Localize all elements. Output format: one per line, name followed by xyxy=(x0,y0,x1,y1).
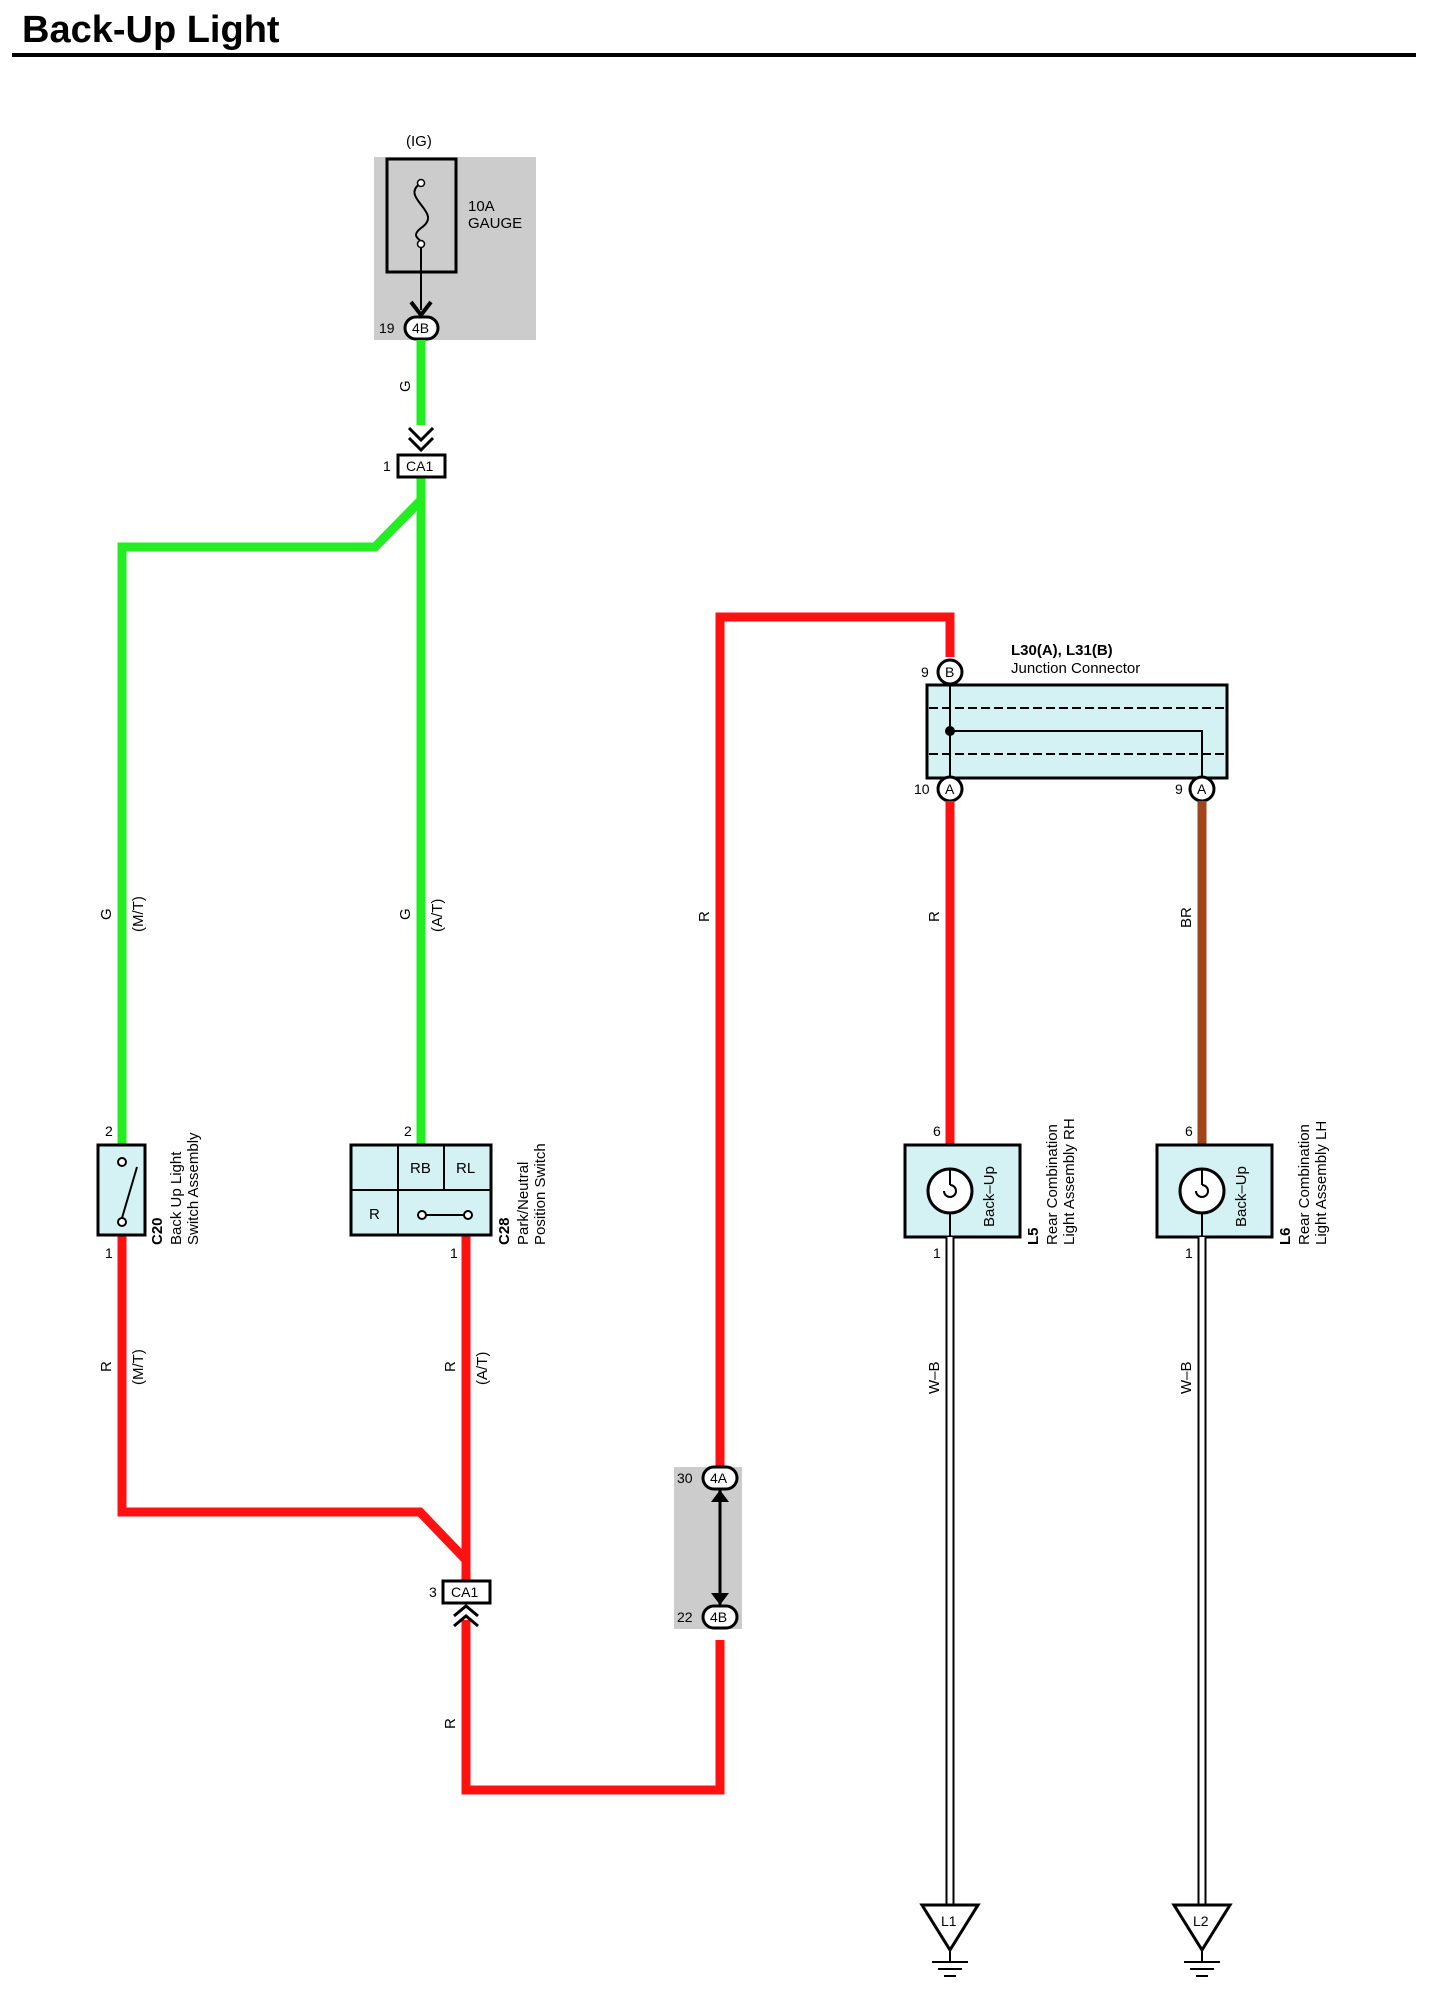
c28-name-line2: Position Switch xyxy=(532,1143,549,1245)
fuse-source-label: (IG) xyxy=(406,133,432,150)
junction-connector-conn-b: B xyxy=(945,664,954,680)
wire-g-mt-label: G xyxy=(98,908,115,920)
c28-name-line1: Park/Neutral xyxy=(515,1162,532,1245)
fuse-terminal-bottom xyxy=(416,239,426,249)
c20-switch-blade xyxy=(121,1166,138,1219)
l6-filament xyxy=(1195,1169,1209,1198)
wire-r-mt-note: (M/T) xyxy=(130,1349,147,1385)
fuse-arrow-icon xyxy=(409,300,433,319)
wire-r-mt-label: R xyxy=(98,1361,115,1372)
l6-name-line1: Rear Combination xyxy=(1296,1124,1313,1245)
wire-g-at-label: G xyxy=(397,908,414,920)
l5-bulb-label: Back–Up xyxy=(981,1166,998,1227)
ground-l2-label: L2 xyxy=(1193,1913,1209,1929)
l5-name-line2: Light Assembly RH xyxy=(1061,1118,1078,1245)
junction-block-top-connector xyxy=(701,1465,739,1491)
ground-l1-triangle xyxy=(919,1903,981,1953)
junction-connector-id: L30(A), L31(B) xyxy=(1011,642,1113,659)
wire-r-long xyxy=(715,612,955,1467)
ca1-bottom-connector xyxy=(441,1579,492,1605)
c28-id: C28 xyxy=(496,1217,513,1245)
l5-name-line1: Rear Combination xyxy=(1044,1124,1061,1245)
junction-block-box xyxy=(674,1467,742,1629)
wire-br-lh-label: BR xyxy=(1178,907,1195,928)
l6-bulb-label: Back–Up xyxy=(1233,1166,1250,1227)
l6-id: L6 xyxy=(1277,1227,1294,1245)
junction-block-arrow-down-icon xyxy=(711,1593,729,1605)
junction-connector-name: Junction Connector xyxy=(1011,660,1140,677)
ca1-top-arrow-icon xyxy=(407,426,435,453)
junction-connector-pin-b: 9 xyxy=(921,664,929,680)
ca1-top-connector xyxy=(396,453,447,479)
c20-name-line1: Back Up Light xyxy=(168,1151,185,1245)
c28-pin-top: 2 xyxy=(404,1123,412,1139)
c28-pin-bottom: 1 xyxy=(450,1245,458,1261)
junction-block-top-conn-label: 4A xyxy=(710,1470,728,1486)
junction-block-top-pin: 30 xyxy=(677,1470,693,1486)
wire-g-mt-note: (M/T) xyxy=(130,896,147,932)
junction-connector-conn-a2: A xyxy=(1197,781,1207,797)
ca1-bottom-arrow-icon xyxy=(453,1604,479,1628)
junction-block-bottom-pin: 22 xyxy=(677,1609,693,1625)
wire-g-main-label: G xyxy=(397,380,414,392)
l5-pin-bottom: 1 xyxy=(933,1245,941,1261)
fuse-connector-label: 4B xyxy=(412,320,429,336)
ca1-bottom-pin: 3 xyxy=(429,1584,437,1600)
c28-cell-rl: RL xyxy=(456,1160,475,1177)
wire-g-at-note: (A/T) xyxy=(429,899,446,932)
junction-connector-pin-a2: 9 xyxy=(1175,781,1183,797)
junction-connector-pin-a1: 10 xyxy=(914,781,930,797)
junction-block-bottom-connector xyxy=(701,1604,739,1630)
fuse-rating: 10A xyxy=(468,198,495,215)
fuse-connector xyxy=(403,315,440,341)
l6-name-line2: Light Assembly LH xyxy=(1313,1121,1330,1245)
c20-contact-bottom xyxy=(117,1217,127,1227)
wire-r-long-label: R xyxy=(696,911,713,922)
ground-l2-triangle xyxy=(1171,1903,1233,1953)
c28-contact-left xyxy=(417,1210,427,1220)
ground-l1-label: L1 xyxy=(941,1913,957,1929)
junction-connector-splice xyxy=(945,726,955,736)
c20-contact-top xyxy=(117,1157,127,1167)
wire-wb-rh-label: W–B xyxy=(926,1361,943,1394)
junction-block-bottom-conn-label: 4B xyxy=(710,1609,727,1625)
l5-lamp-body xyxy=(903,1143,1022,1239)
c28-contact-right xyxy=(463,1210,473,1220)
c20-pin-top: 2 xyxy=(105,1123,113,1139)
wire-r-bottom xyxy=(461,1620,725,1795)
ca1-top-label: CA1 xyxy=(406,458,433,474)
ca1-bottom-label: CA1 xyxy=(451,1584,478,1600)
l5-id: L5 xyxy=(1025,1227,1042,1245)
ca1-top-pin: 1 xyxy=(383,458,391,474)
fuse-pin: 19 xyxy=(379,320,395,336)
c28-cell-rb: RB xyxy=(410,1160,431,1177)
wire-r-mt xyxy=(117,1233,471,1580)
wire-wb-lh-label: W–B xyxy=(1178,1361,1195,1394)
l5-filament xyxy=(943,1169,957,1198)
c20-name-line2: Switch Assembly xyxy=(185,1132,202,1245)
l5-pin-top: 6 xyxy=(933,1123,941,1139)
page-title: Back-Up Light xyxy=(22,9,280,51)
l6-pin-top: 6 xyxy=(1185,1123,1193,1139)
l6-pin-bottom: 1 xyxy=(1185,1245,1193,1261)
fuse-terminal-top xyxy=(416,178,426,188)
wire-r-at-note: (A/T) xyxy=(474,1352,491,1385)
junction-block-arrow-up-icon xyxy=(711,1490,729,1502)
wire-r-rh-label: R xyxy=(926,911,943,922)
wire-r-at-label: R xyxy=(442,1361,459,1372)
junction-connector-conn-a1: A xyxy=(945,781,955,797)
wire-g-mt xyxy=(117,496,425,1145)
c28-cell-r: R xyxy=(369,1206,380,1223)
c20-id: C20 xyxy=(149,1217,166,1245)
fuse-name: GAUGE xyxy=(468,215,522,232)
wire-r-bottom-label: R xyxy=(442,1718,459,1729)
c20-pin-bottom: 1 xyxy=(105,1245,113,1261)
